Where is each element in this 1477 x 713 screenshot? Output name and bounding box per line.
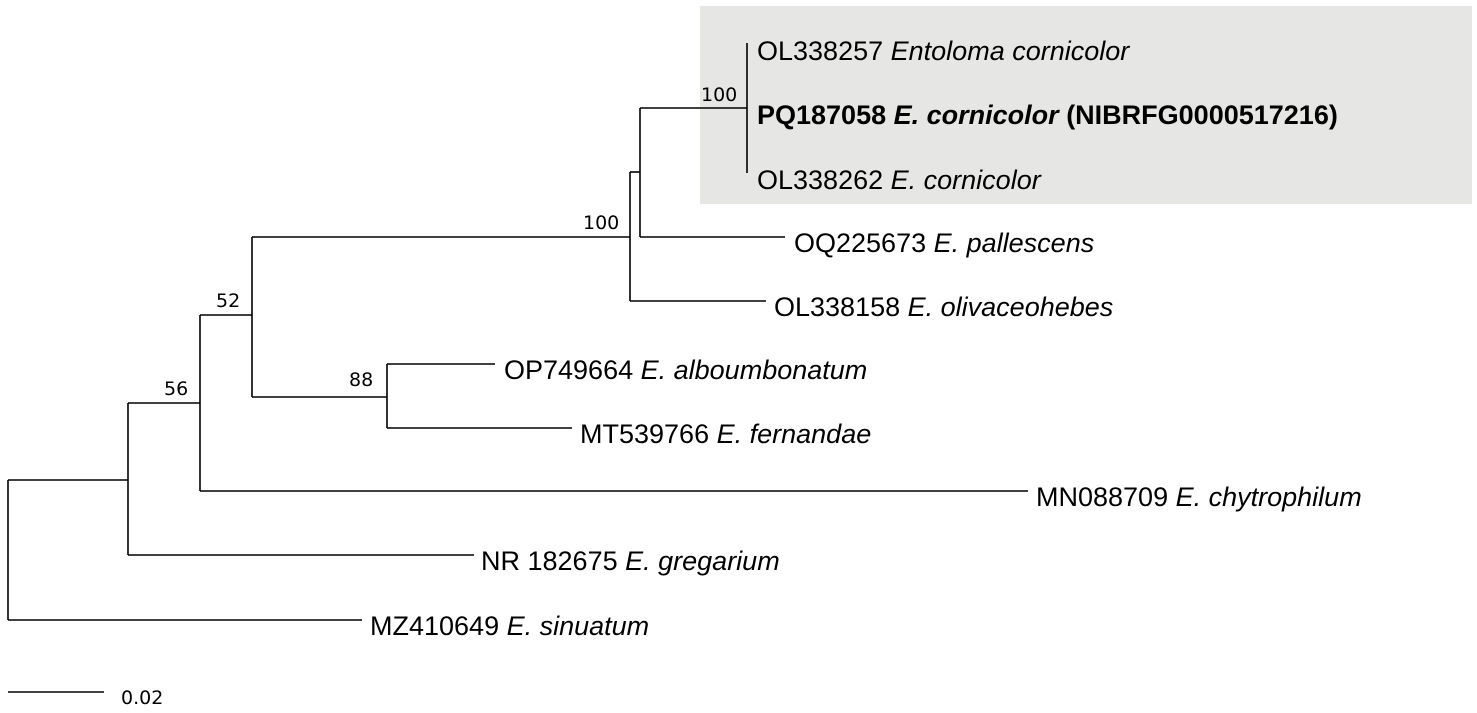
taxon-accession: PQ187058: [757, 100, 886, 130]
tree-branches: [7, 43, 1028, 621]
taxon-label: MZ410649 E. sinuatum: [370, 611, 649, 641]
taxon-accession: OQ225673: [794, 228, 926, 258]
taxon-species: Entoloma cornicolor: [891, 36, 1131, 66]
taxon-label-bold: PQ187058 E. cornicolor (NIBRFG0000517216…: [757, 100, 1338, 130]
taxon-species: E. cornicolor: [891, 165, 1042, 195]
taxon-labels: OL338257 Entoloma cornicolor PQ187058 E.…: [370, 36, 1362, 641]
taxon-voucher: (NIBRFG0000517216): [1066, 100, 1338, 130]
taxon-label: MN088709 E. chytrophilum: [1036, 482, 1362, 512]
taxon-label: OL338257 Entoloma cornicolor: [757, 36, 1130, 66]
taxon-accession: MT539766: [580, 419, 709, 449]
taxon-label: MT539766 E. fernandae: [580, 419, 871, 449]
taxon-species: E. olivaceohebes: [908, 292, 1114, 322]
taxon-accession: OL338262: [757, 165, 883, 195]
taxon-accession: MZ410649: [370, 611, 499, 641]
taxon-accession: MN088709: [1036, 482, 1168, 512]
support-node-52: 52: [216, 290, 240, 312]
scale-bar-label: 0.02: [121, 687, 163, 709]
taxon-label: OP749664 E. alboumbonatum: [504, 355, 867, 385]
scale-bar: 0.02: [8, 687, 163, 709]
taxon-accession: NR 182675: [481, 546, 618, 576]
taxon-species: E. chytrophilum: [1176, 482, 1362, 512]
taxon-species: E. cornicolor: [894, 100, 1061, 130]
support-node-56: 56: [164, 378, 188, 400]
support-cornicolor-pallescens: 100: [583, 212, 619, 234]
highlighted-clade-box: [700, 6, 1472, 204]
taxon-label: OL338158 E. olivaceohebes: [774, 292, 1113, 322]
taxon-accession: OL338257: [757, 36, 883, 66]
taxon-label: OL338262 E. cornicolor: [757, 165, 1042, 195]
support-cornicolor-clade: 100: [701, 84, 737, 106]
taxon-species: E. gregarium: [625, 546, 780, 576]
taxon-label: OQ225673 E. pallescens: [794, 228, 1094, 258]
support-node-88: 88: [349, 369, 373, 391]
taxon-label: NR 182675 E. gregarium: [481, 546, 780, 576]
taxon-species: E. alboumbonatum: [641, 355, 868, 385]
taxon-accession: OL338158: [774, 292, 900, 322]
taxon-species: E. sinuatum: [507, 611, 650, 641]
support-values: 100 100 52 88 56: [164, 84, 737, 400]
taxon-accession: OP749664: [504, 355, 633, 385]
taxon-species: E. fernandae: [717, 419, 872, 449]
taxon-species: E. pallescens: [934, 228, 1095, 258]
